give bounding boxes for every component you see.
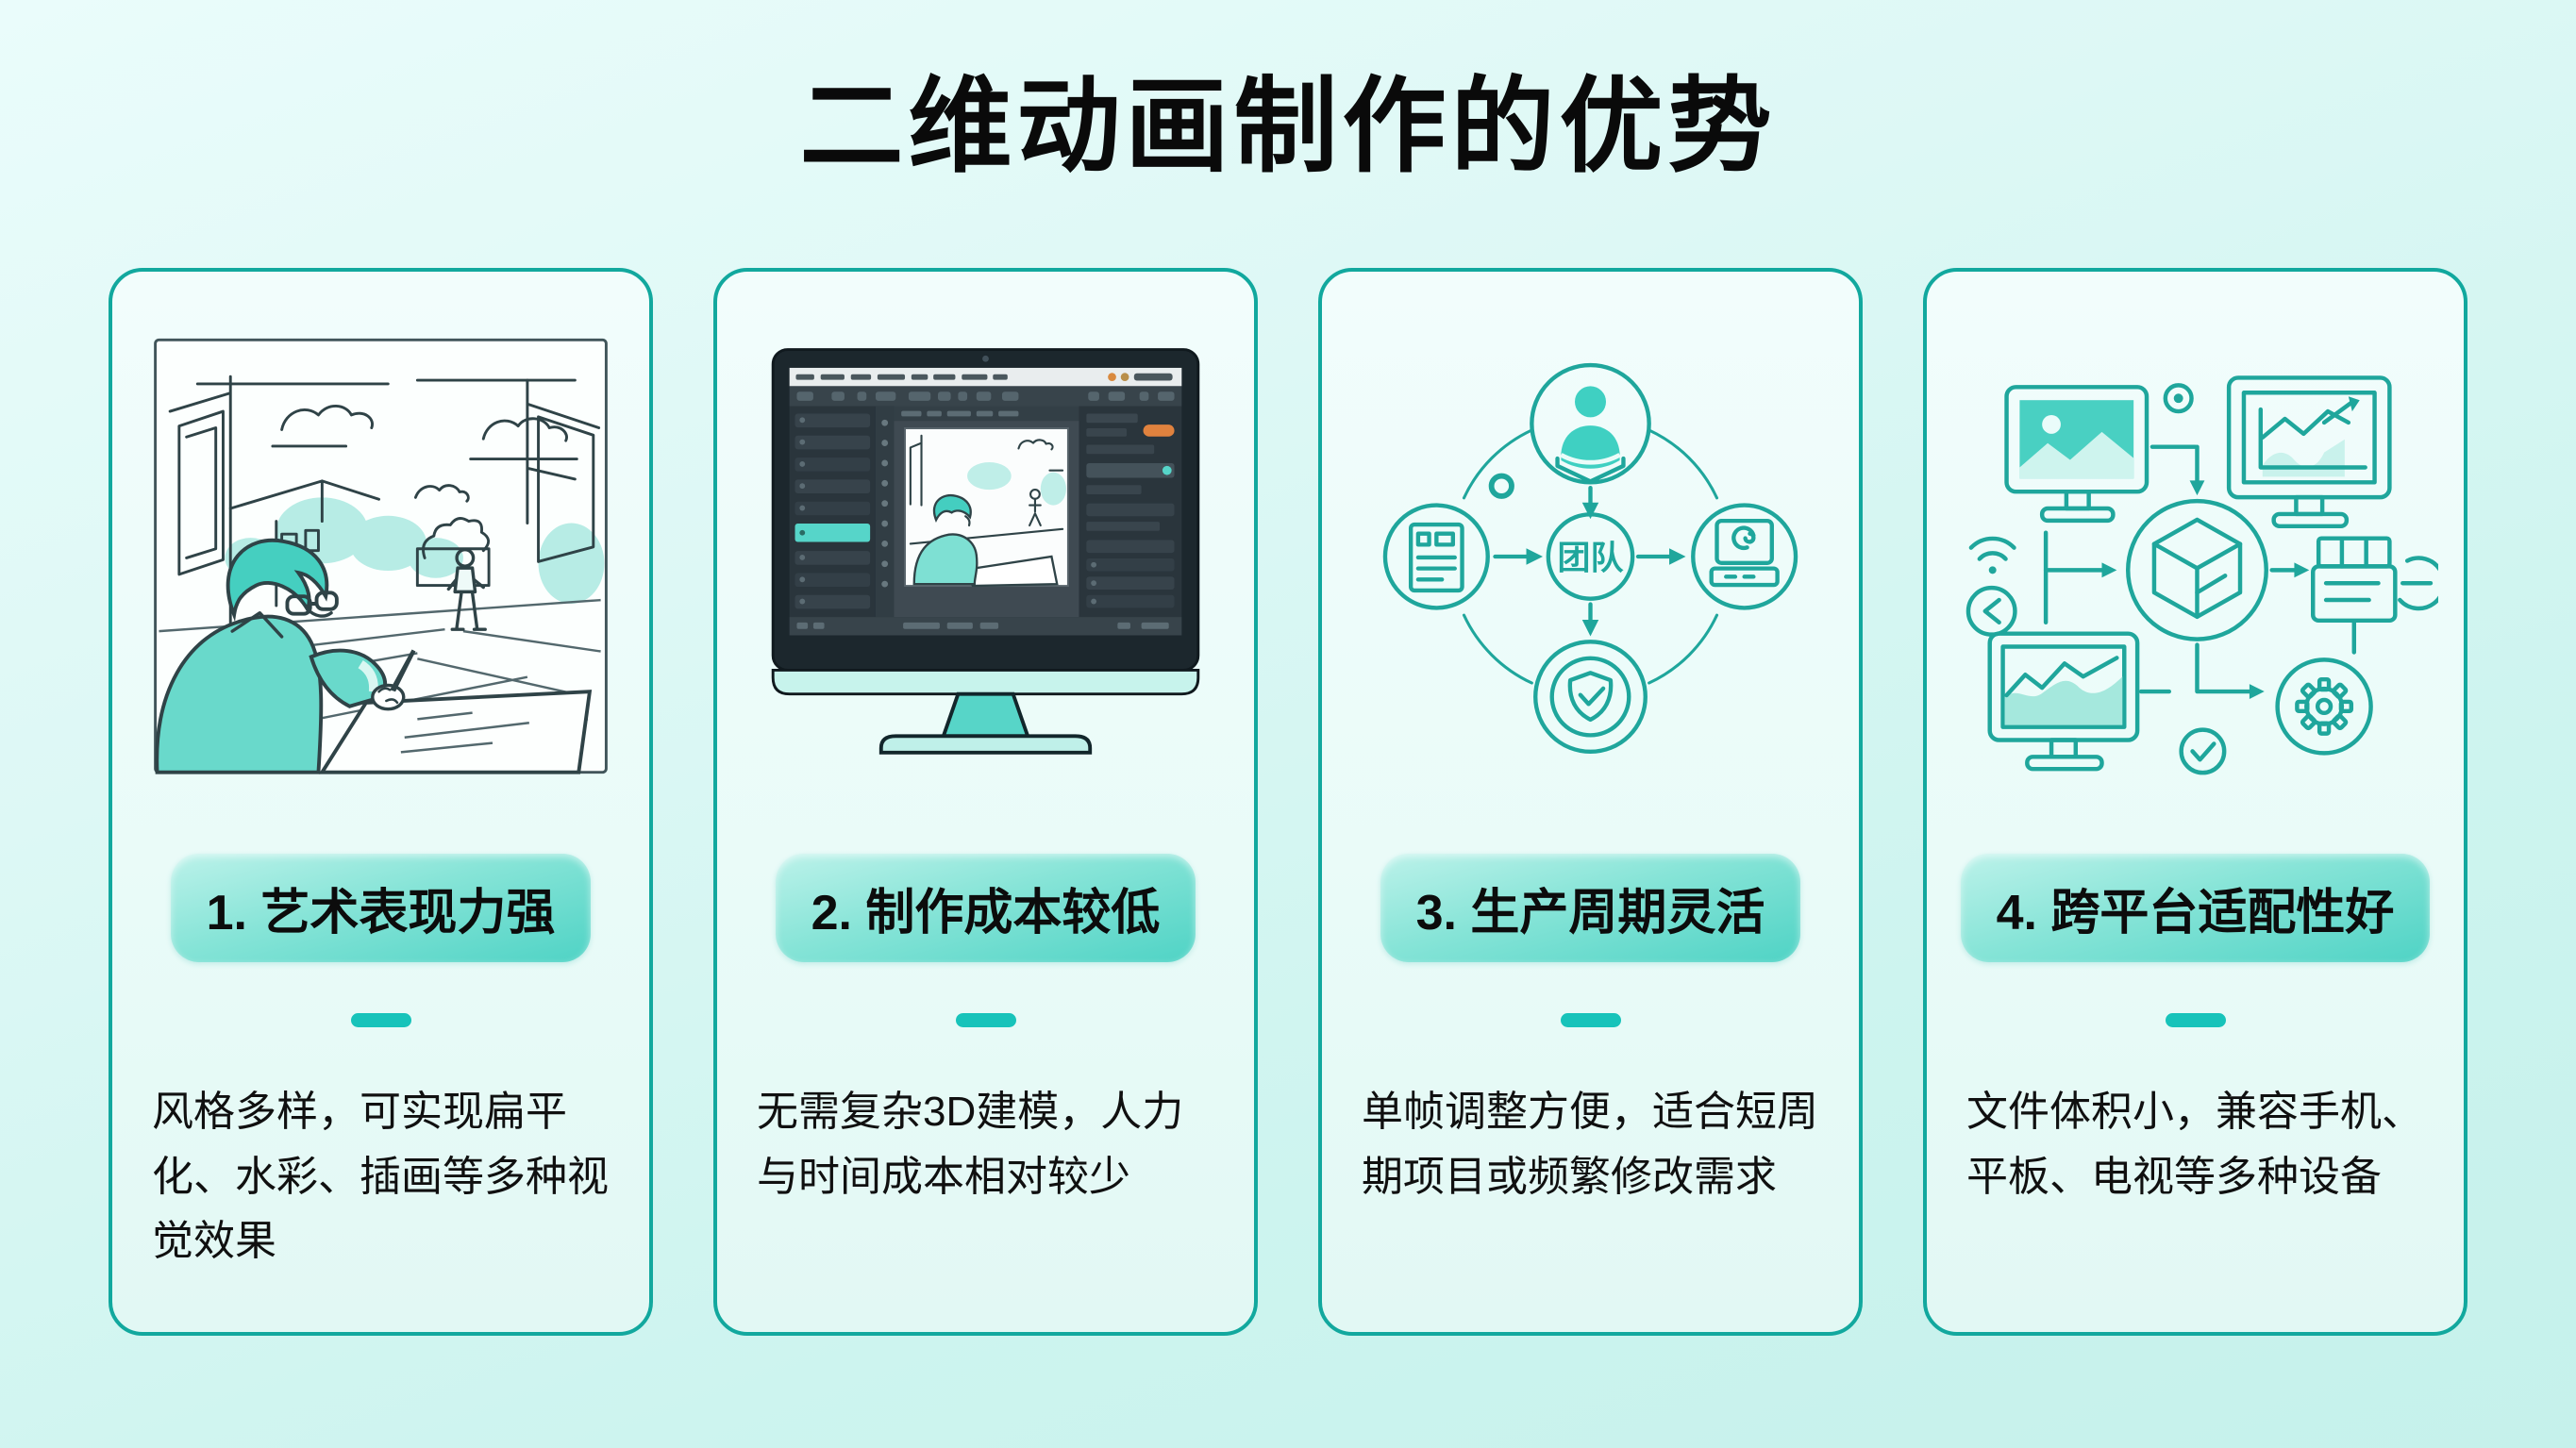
card1-description: 风格多样，可实现扁平化、水彩、插画等多种视觉效果: [152, 1089, 609, 1265]
card-flexible-cycle: 团队 3. 生产周期灵活 单帧调整方便，适合短周期项目或频繁修改需求: [1318, 268, 1863, 1336]
gear-circle: [2275, 657, 2373, 756]
minus-circle-icon: [2398, 555, 2438, 610]
monitor-base: [878, 733, 1093, 755]
gear-icon: [2295, 676, 2354, 736]
card4-divider: [2165, 1013, 2226, 1027]
target-dot-icon: [2163, 382, 2194, 413]
properties-rows: [1086, 413, 1175, 607]
image-monitor: [2004, 384, 2149, 523]
monitor-stand: [941, 691, 1030, 738]
orange-accent-pill: [1143, 424, 1175, 437]
card3-description: 单帧调整方便，适合短周期项目或频繁修改需求: [1362, 1089, 1818, 1200]
laptop-circle: [1691, 502, 1798, 610]
active-layer-row: [795, 523, 871, 541]
desktop-monitor-illustration: [771, 347, 1200, 755]
shield-circle: [1533, 639, 1648, 754]
dot-node-icon: [1488, 473, 1514, 499]
card2-divider: [955, 1013, 1016, 1027]
card3-heading-pill: 3. 生产周期灵活: [1380, 854, 1801, 962]
jacket-collar: [230, 611, 284, 639]
laptop-icon: [1709, 518, 1780, 587]
multi-device-diagram: [1965, 374, 2438, 774]
cube-circle: [2126, 498, 2268, 641]
film-clip-icon: [2311, 535, 2398, 623]
shield-check-icon: [1567, 670, 1614, 722]
toolbar-buttons: [796, 391, 1175, 401]
tool-strip: [875, 406, 895, 617]
glasses-icon: [285, 591, 339, 616]
tool-strip-icons: [881, 419, 889, 588]
card-lower-cost: 2. 制作成本较低 无需复杂3D建模，人力与时间成本相对较少: [713, 268, 1258, 1336]
artist-jacket: [155, 614, 324, 774]
connector-arrows: [2043, 443, 2357, 699]
team-label: 团队: [1558, 540, 1625, 576]
page-title: 二维动画制作的优势: [799, 69, 1777, 185]
check-circle-icon: [2179, 726, 2227, 774]
document-icon: [1408, 522, 1464, 592]
flow-arcs: [1462, 427, 1719, 685]
software-ui: [789, 367, 1182, 636]
monitor-chin: [771, 668, 1200, 695]
team-workflow-diagram: 团队: [1382, 362, 1798, 754]
back-chevron-icon: [1965, 585, 2017, 637]
person-icon: [1574, 385, 1607, 417]
team-circle: 团队: [1546, 511, 1635, 601]
person-circle: [1530, 362, 1651, 485]
card2-illustration: [717, 272, 1254, 814]
jacket-cuff: [358, 659, 378, 692]
document-circle: [1382, 502, 1490, 610]
card4-heading-pill: 4. 跨平台适配性好: [1960, 854, 2431, 962]
card-cross-platform: 4. 跨平台适配性好 文件体积小，兼容手机、平板、电视等多种设备: [1923, 268, 2467, 1336]
webcam-dot-icon: [982, 355, 989, 362]
layers-rows: [795, 413, 871, 608]
cards-row: 1. 艺术表现力强 风格多样，可实现扁平化、水彩、插画等多种视觉效果: [109, 268, 2467, 1336]
card1-heading-pill: 1. 艺术表现力强: [170, 854, 592, 962]
drawing-board: [318, 690, 593, 774]
wave-monitor: [1987, 630, 2140, 771]
card-artistic-expression: 1. 艺术表现力强 风格多样，可实现扁平化、水彩、插画等多种视觉效果: [109, 268, 653, 1336]
cube-icon: [2151, 517, 2243, 619]
distant-person: [446, 548, 487, 631]
buildings-doodle: [168, 374, 601, 635]
pen-icon: [390, 649, 416, 692]
flow-arrows: [1493, 485, 1686, 636]
card3-illustration: 团队: [1322, 272, 1859, 814]
menubar-orange-dot: [1108, 372, 1116, 381]
wifi-icon: [1968, 536, 2016, 574]
card3-divider: [1560, 1013, 1621, 1027]
card4-illustration: [1927, 272, 2464, 814]
menu-items: [795, 374, 1008, 380]
artist-sketch-illustration: [154, 338, 608, 774]
card1-divider: [350, 1013, 411, 1027]
card4-description: 文件体积小，兼容手机、平板、电视等多种设备: [1966, 1089, 2423, 1200]
chart-monitor: [2226, 374, 2392, 528]
card1-illustration: [112, 272, 649, 814]
mini-sketch: [909, 434, 1066, 587]
card2-heading-pill: 2. 制作成本较低: [775, 854, 1196, 962]
artist-figure: [155, 538, 416, 774]
card2-description: 无需复杂3D建模，人力与时间成本相对较少: [757, 1089, 1184, 1200]
menubar-amber-dot: [1120, 372, 1129, 381]
